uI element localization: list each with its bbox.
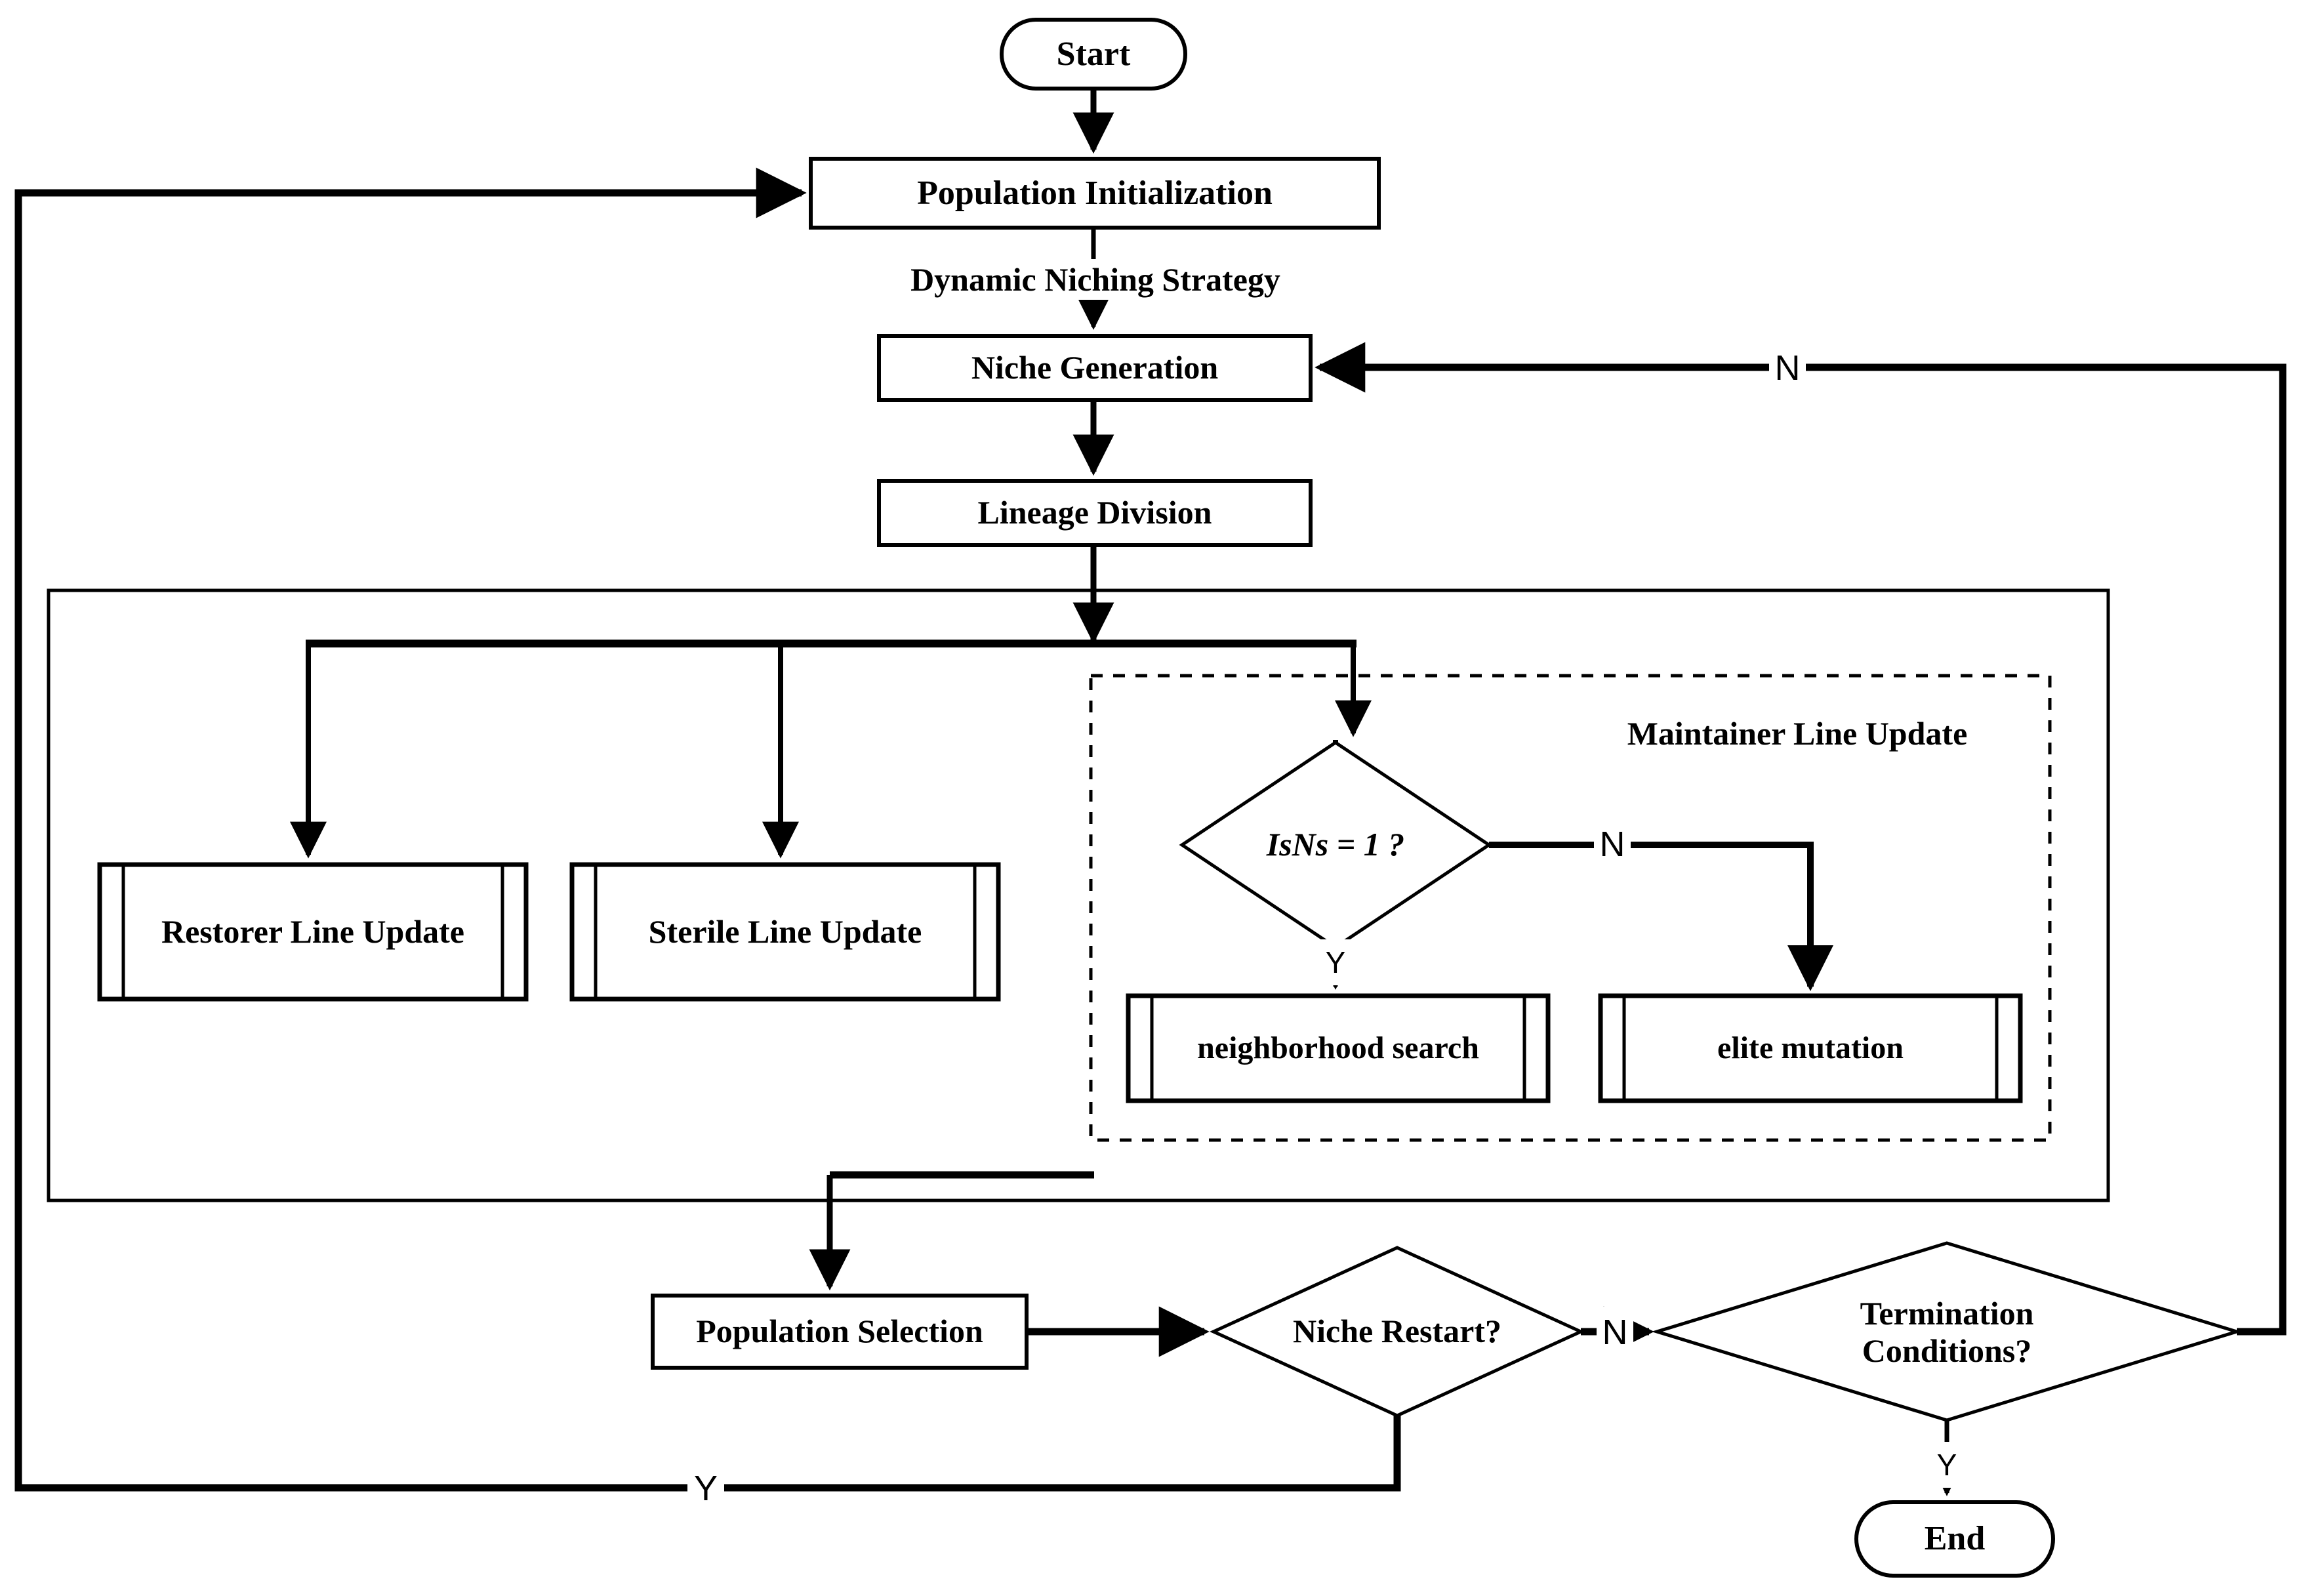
shape-elite-mutation[interactable] — [1598, 993, 2023, 1103]
shape-niche-restart[interactable] — [1209, 1246, 1585, 1418]
shape-population-selection[interactable] — [651, 1294, 1029, 1370]
edge-isns-no-to-elite-mutation — [1489, 842, 1833, 991]
shape-end[interactable] — [1854, 1500, 2055, 1578]
shape-restorer-line-update[interactable] — [97, 862, 529, 1002]
edge-niche-restart-yes-loop — [14, 167, 1401, 1492]
shape-neighborhood-search[interactable] — [1126, 993, 1551, 1103]
shape-start[interactable] — [1000, 18, 1187, 91]
shape-termination-conditions[interactable] — [1651, 1241, 2243, 1422]
group-box-maintainer-line-update — [1089, 674, 2052, 1142]
shape-lineage-division[interactable] — [877, 479, 1313, 547]
shape-population-initialization[interactable] — [809, 157, 1381, 230]
shape-isns-decision[interactable] — [1179, 740, 1492, 950]
group-box-update-stage — [47, 588, 2110, 1202]
shape-niche-generation[interactable] — [877, 334, 1313, 402]
shape-sterile-line-update[interactable] — [569, 862, 1001, 1002]
